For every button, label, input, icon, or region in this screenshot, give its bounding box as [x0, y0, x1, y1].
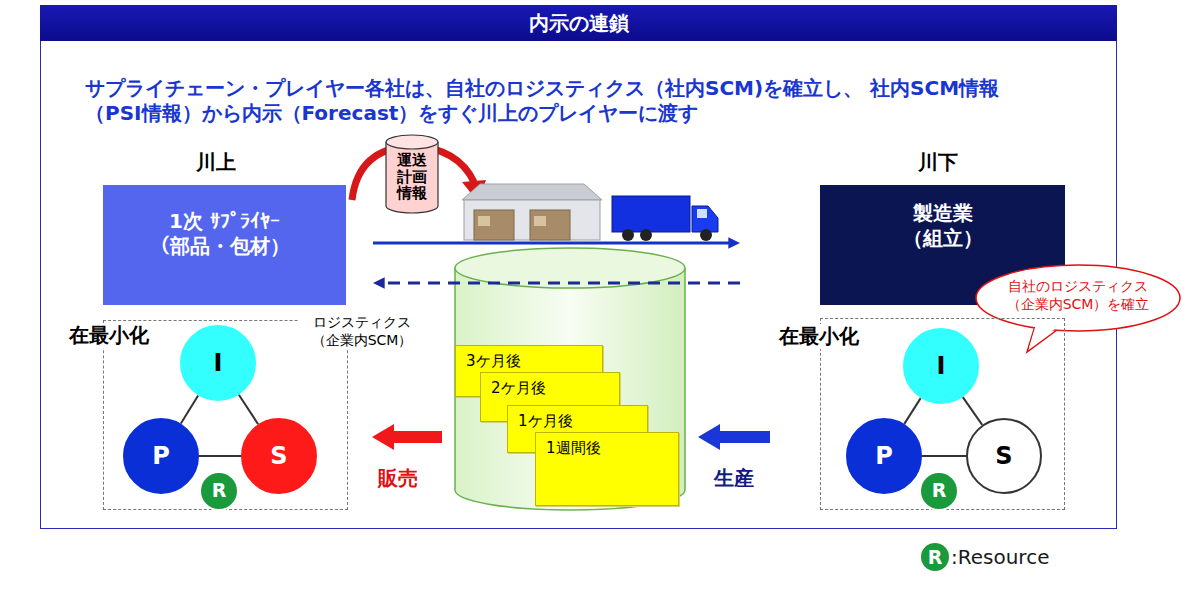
truck-icon [612, 196, 718, 241]
sales-circle: S [966, 418, 1042, 494]
production-arrow [718, 431, 770, 443]
node-text: 1次 ｻﾌﾟﾗｲﾔｰ （部品・包材） [140, 209, 310, 259]
forecast-sheet: 1週間後 [535, 432, 679, 506]
group-heading: 在最小化 [776, 324, 862, 349]
node-text: S [270, 441, 287, 471]
production-arrow-head [698, 424, 720, 450]
resource-circle: R [199, 471, 239, 511]
psi-link [239, 395, 258, 424]
production-circle: P [846, 418, 922, 494]
node-text: 製造業 （組立） [893, 201, 993, 251]
node-text: S [995, 441, 1012, 471]
node-text: I [937, 351, 946, 381]
sales-circle: S [241, 418, 317, 494]
upstream-label: 川上 [196, 150, 236, 175]
warehouse-icon [462, 184, 602, 240]
sales-label: 販売 [378, 466, 418, 491]
supplier-box: 1次 ｻﾌﾟﾗｲﾔｰ （部品・包材） [103, 185, 346, 305]
info-cylinder: 運送 計画 情報 [385, 134, 439, 214]
node-text: 2ケ月後 [491, 379, 619, 398]
logistics-label: ロジスティクス （企業内SCM） [298, 314, 426, 349]
flow-arrow [373, 237, 740, 248]
legend-symbol: R [921, 543, 949, 571]
inventory-circle: I [180, 325, 256, 401]
psi-link [922, 456, 966, 457]
node-text: P [152, 441, 170, 471]
node-text: I [214, 348, 223, 378]
subtitle: サプライチェーン・プレイヤー各社は、自社のロジスティクス（社内SCM)を確立し、… [85, 76, 1115, 126]
psi-link [963, 397, 982, 425]
node-text: 自社のロジスティクス （企業内SCM）を確立 [998, 278, 1158, 313]
downstream-label: 川下 [918, 150, 958, 175]
node-text: R [212, 479, 227, 503]
psi-link [904, 398, 920, 424]
node-text: 3ケ月後 [466, 352, 602, 371]
node-text: 1週間後 [546, 439, 678, 458]
node-text: 1ケ月後 [518, 412, 647, 431]
sales-arrow [392, 431, 442, 443]
node-text: R [932, 479, 947, 503]
resource-circle: R [919, 471, 959, 511]
legend-text: :Resource [951, 543, 1049, 571]
callout-bubble: 自社のロジスティクス （企業内SCM）を確立 [975, 264, 1181, 332]
sales-arrow-head [372, 424, 394, 450]
forecast-cylinder [455, 268, 685, 510]
group-heading: 在最小化 [66, 323, 152, 348]
inventory-circle: I [903, 328, 979, 404]
production-circle: P [123, 418, 199, 494]
psi-link [199, 456, 241, 457]
node-text: P [875, 441, 893, 471]
flow-arrow [373, 277, 740, 288]
psi-group: 在最小化IPSR [820, 318, 1065, 510]
title: 内示の連鎖 [40, 5, 1117, 41]
node-text: 運送 計画 情報 [395, 152, 430, 202]
production-label: 生産 [714, 466, 754, 491]
psi-link [181, 395, 198, 423]
